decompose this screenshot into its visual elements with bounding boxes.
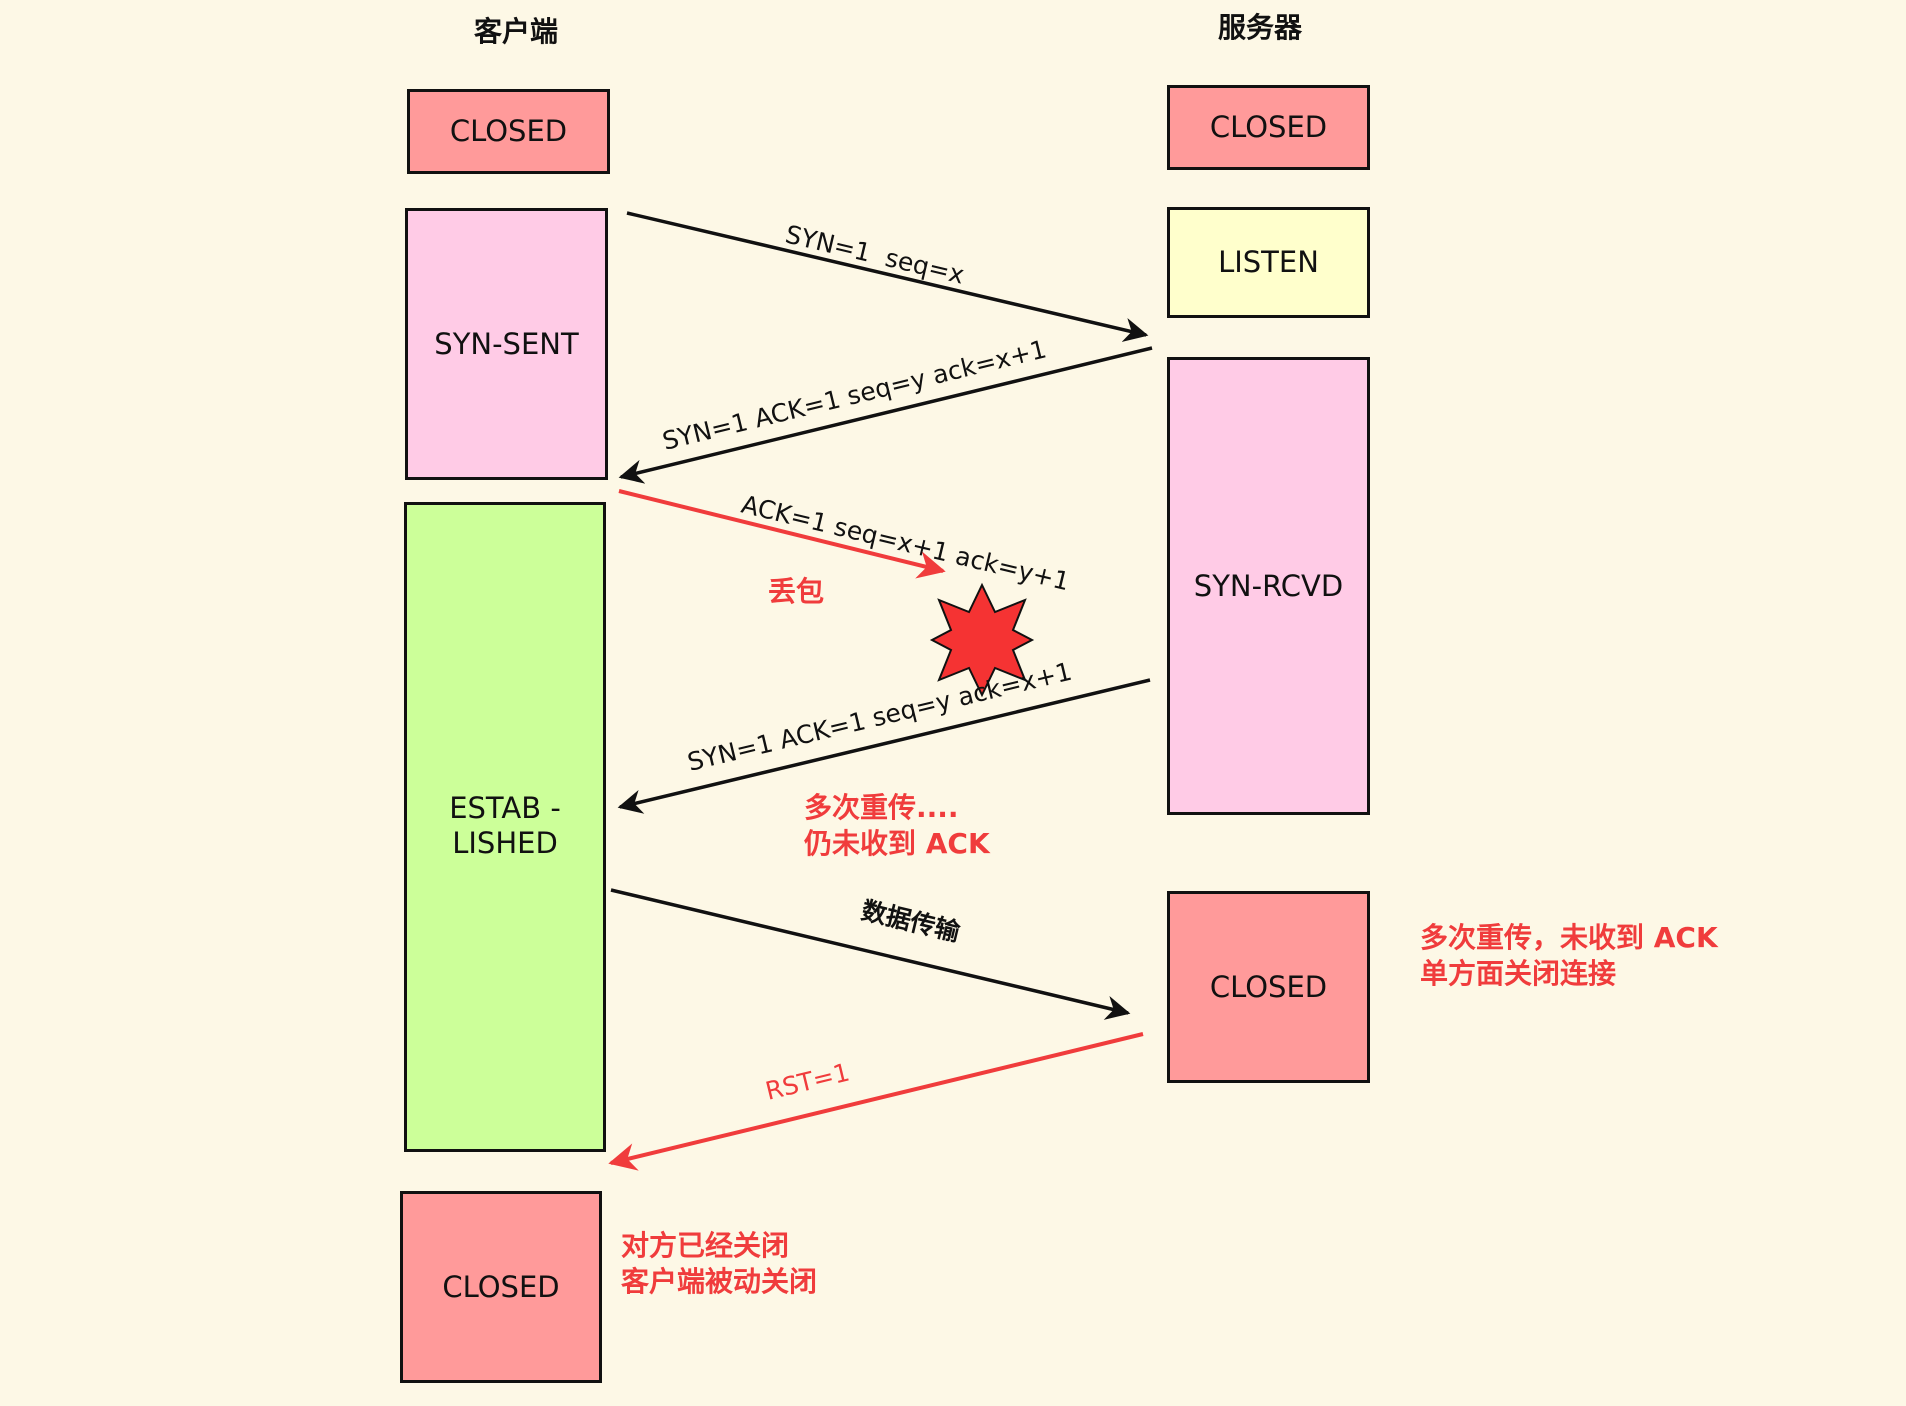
server-state-closed-initial: CLOSED [1167, 85, 1370, 170]
arrow-rst [608, 1032, 1144, 1171]
label-data-transfer: 数据传输 [859, 896, 964, 948]
note-retransmit: 多次重传.... 仍未收到 ACK [804, 791, 990, 861]
server-state-syn-rcvd: SYN-RCVD [1167, 357, 1370, 815]
server-state-listen: LISTEN [1167, 207, 1370, 318]
note-packet-loss: 丢包 [768, 575, 825, 608]
arrow-ack-lost [618, 489, 946, 579]
arrow-syn-ack-retransmit [617, 678, 1151, 814]
arrow-syn-ack [618, 346, 1153, 484]
server-column-title: 服务器 [1217, 11, 1302, 44]
client-state-established: ESTAB - LISHED [404, 502, 606, 1152]
arrow-syn [626, 211, 1149, 342]
client-column-title: 客户端 [473, 15, 558, 48]
server-state-closed-final: CLOSED [1167, 891, 1370, 1083]
arrow-data-transfer [610, 888, 1131, 1020]
note-client-close: 对方已经关闭 客户端被动关闭 [621, 1229, 818, 1299]
label-syn-ack-retransmit: SYN=1 ACK=1 seq=y ack=x+1 [685, 657, 1075, 777]
client-state-closed-final: CLOSED [400, 1191, 602, 1383]
label-syn-ack: SYN=1 ACK=1 seq=y ack=x+1 [660, 334, 1050, 456]
client-state-closed-initial: CLOSED [407, 89, 610, 174]
explosion-star-icon [929, 582, 1035, 698]
label-rst: RST=1 [763, 1058, 853, 1106]
client-state-syn-sent: SYN-SENT [405, 208, 608, 480]
note-server-close: 多次重传，未收到 ACK 单方面关闭连接 [1420, 921, 1718, 991]
